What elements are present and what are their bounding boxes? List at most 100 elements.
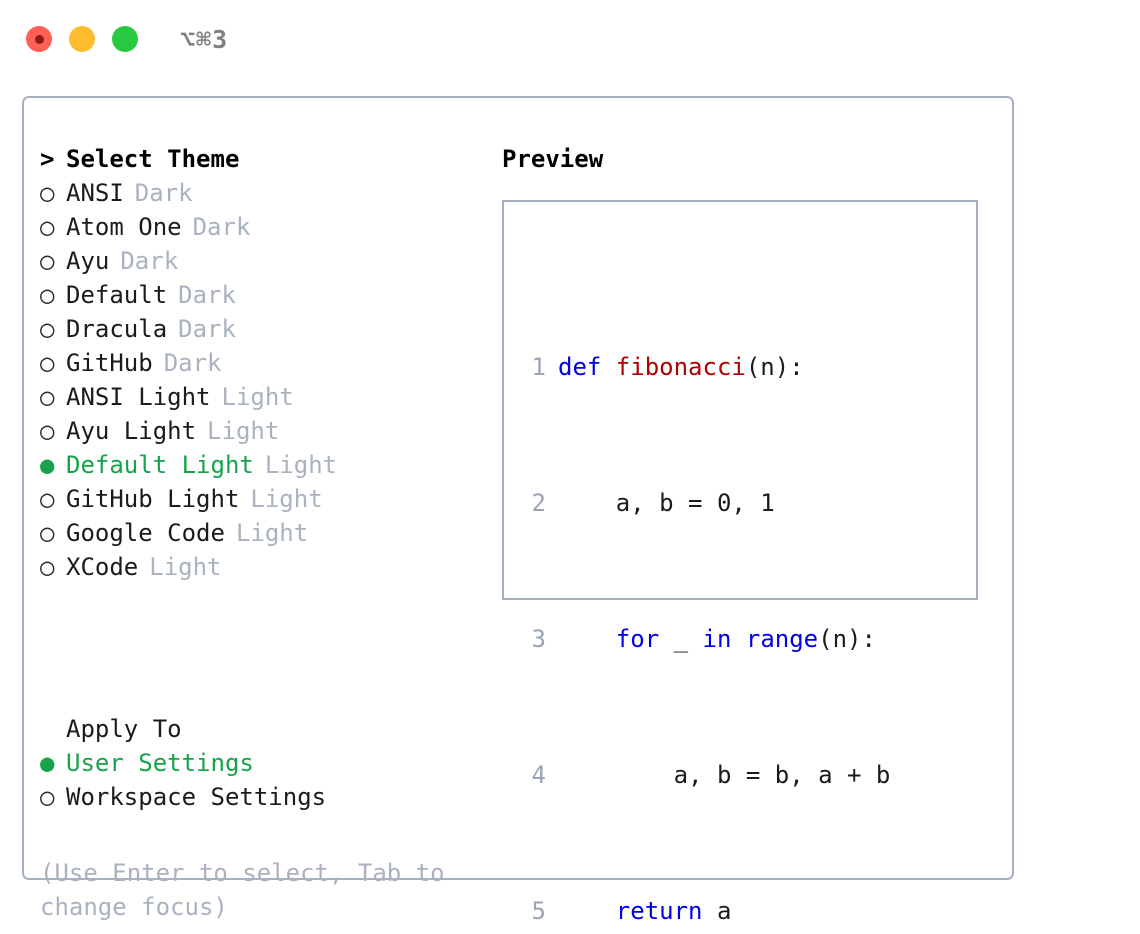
theme-badge: Light <box>207 417 280 445</box>
theme-name: ANSI Light <box>66 383 211 411</box>
code-token: range <box>745 625 819 653</box>
apply-to-header: Apply To <box>40 712 480 746</box>
code-token: fibonacci <box>615 353 746 381</box>
theme-item-ayu[interactable]: ○ Ayu Dark <box>40 244 480 278</box>
line-number: 5 <box>531 897 546 925</box>
radio-icon[interactable]: ○ <box>40 179 55 207</box>
preview-title: Preview <box>502 145 604 173</box>
code-token <box>558 625 616 653</box>
theme-selector-list: > Select Theme ○ ANSI Dark ○ Atom One Da… <box>40 142 480 584</box>
theme-item-default[interactable]: ○ Default Dark <box>40 278 480 312</box>
keyboard-hint: (Use Enter to select, Tab to change focu… <box>40 856 450 924</box>
main-panel: > Select Theme ○ ANSI Dark ○ Atom One Da… <box>22 96 1014 925</box>
radio-icon[interactable]: ○ <box>40 315 55 343</box>
apply-to-item-label: User Settings <box>66 749 254 777</box>
theme-badge: Dark <box>120 247 179 275</box>
window-controls <box>26 26 138 52</box>
radio-icon[interactable]: ○ <box>40 519 55 547</box>
apply-to-label: Apply To <box>66 715 182 743</box>
code-token: (n): <box>745 353 804 381</box>
radio-icon[interactable]: ○ <box>40 553 55 581</box>
preview-pane: Preview 1 def fibonacci(n): 2 a, b = 0, … <box>502 142 992 925</box>
apply-to-group: Apply To ● User Settings ○ Workspace Set… <box>40 712 480 814</box>
theme-badge: Light <box>250 485 323 513</box>
theme-item-atom-one[interactable]: ○ Atom One Dark <box>40 210 480 244</box>
theme-name: ANSI <box>66 179 124 207</box>
radio-icon[interactable]: ○ <box>40 383 55 411</box>
code-token <box>558 897 616 925</box>
radio-icon[interactable]: ○ <box>40 281 55 309</box>
code-line: 5 return a <box>520 894 919 928</box>
theme-name: GitHub Light <box>66 485 240 513</box>
line-number: 1 <box>531 353 546 381</box>
apply-to-item-label: Workspace Settings <box>66 783 327 811</box>
theme-badge: Dark <box>163 349 222 377</box>
select-theme-label: Select Theme <box>66 145 240 173</box>
theme-item-default-light[interactable]: ● Default Light Light <box>40 448 480 482</box>
theme-badge: Dark <box>178 281 236 309</box>
theme-name: Dracula <box>66 315 168 343</box>
code-token: a, b = 0, 1 <box>558 489 775 517</box>
theme-item-ansi[interactable]: ○ ANSI Dark <box>40 176 480 210</box>
theme-item-xcode[interactable]: ○ XCode Light <box>40 550 480 584</box>
line-number: 2 <box>531 489 546 517</box>
minimize-button[interactable] <box>69 26 95 52</box>
code-token: a, b = b, a + b <box>558 761 891 789</box>
line-number: 3 <box>531 625 546 653</box>
theme-item-github-light[interactable]: ○ GitHub Light Light <box>40 482 480 516</box>
theme-name: Default <box>66 281 168 309</box>
select-theme-header: > Select Theme <box>40 142 480 176</box>
theme-name: Atom One <box>66 213 182 241</box>
theme-badge: Light <box>264 451 338 479</box>
theme-item-ayu-light[interactable]: ○ Ayu Light Light <box>40 414 480 448</box>
code-token: (n): <box>818 625 876 653</box>
code-token: a <box>702 897 732 925</box>
title-bar: ⌥⌘3 <box>0 0 1140 78</box>
radio-icon[interactable]: ○ <box>40 213 55 241</box>
hint-line-2: change focus) <box>40 893 228 921</box>
theme-badge: Light <box>149 553 222 581</box>
theme-badge: Dark <box>178 315 236 343</box>
hint-line-1: (Use Enter to select, Tab to <box>40 859 445 887</box>
theme-name: GitHub <box>66 349 153 377</box>
theme-item-google-code[interactable]: ○ Google Code Light <box>40 516 480 550</box>
theme-name: XCode <box>66 553 139 581</box>
theme-badge: Dark <box>134 179 193 207</box>
line-number: 4 <box>531 761 546 789</box>
code-line: 1 def fibonacci(n): <box>520 350 919 384</box>
code-line: 2 a, b = 0, 1 <box>520 486 919 520</box>
code-token: def <box>558 353 616 381</box>
apply-to-item-workspace-settings[interactable]: ○ Workspace Settings <box>40 780 480 814</box>
code-token: in <box>702 625 732 653</box>
code-line: 4 a, b = b, a + b <box>520 758 919 792</box>
theme-item-ansi-light[interactable]: ○ ANSI Light Light <box>40 380 480 414</box>
code-token: return <box>615 897 703 925</box>
theme-badge: Light <box>221 383 294 411</box>
code-sample: 1 def fibonacci(n): 2 a, b = 0, 1 3 for … <box>520 248 919 934</box>
radio-icon-selected[interactable]: ● <box>40 749 55 777</box>
theme-badge: Dark <box>192 213 251 241</box>
theme-item-dracula[interactable]: ○ Dracula Dark <box>40 312 480 346</box>
preview-box: 1 def fibonacci(n): 2 a, b = 0, 1 3 for … <box>502 200 978 925</box>
radio-icon[interactable]: ○ <box>40 417 55 445</box>
radio-icon[interactable]: ○ <box>40 783 55 811</box>
code-token: _ <box>659 625 703 653</box>
theme-name: Default Light <box>66 451 254 479</box>
theme-name: Ayu Light <box>66 417 197 445</box>
code-token <box>731 625 745 653</box>
code-line: 3 for _ in range(n): <box>520 622 919 656</box>
theme-item-github[interactable]: ○ GitHub Dark <box>40 346 480 380</box>
radio-icon[interactable]: ○ <box>40 485 55 513</box>
maximize-button[interactable] <box>112 26 138 52</box>
radio-icon[interactable]: ○ <box>40 247 55 275</box>
apply-to-item-user-settings[interactable]: ● User Settings <box>40 746 480 780</box>
radio-icon-selected[interactable]: ● <box>40 451 55 479</box>
theme-name: Ayu <box>66 247 110 275</box>
close-button[interactable] <box>26 26 52 52</box>
radio-icon[interactable]: ○ <box>40 349 55 377</box>
prompt-caret-icon: > <box>40 145 55 173</box>
window-title: ⌥⌘3 <box>180 24 229 54</box>
theme-name: Google Code <box>66 519 225 547</box>
code-token: for <box>615 625 660 653</box>
